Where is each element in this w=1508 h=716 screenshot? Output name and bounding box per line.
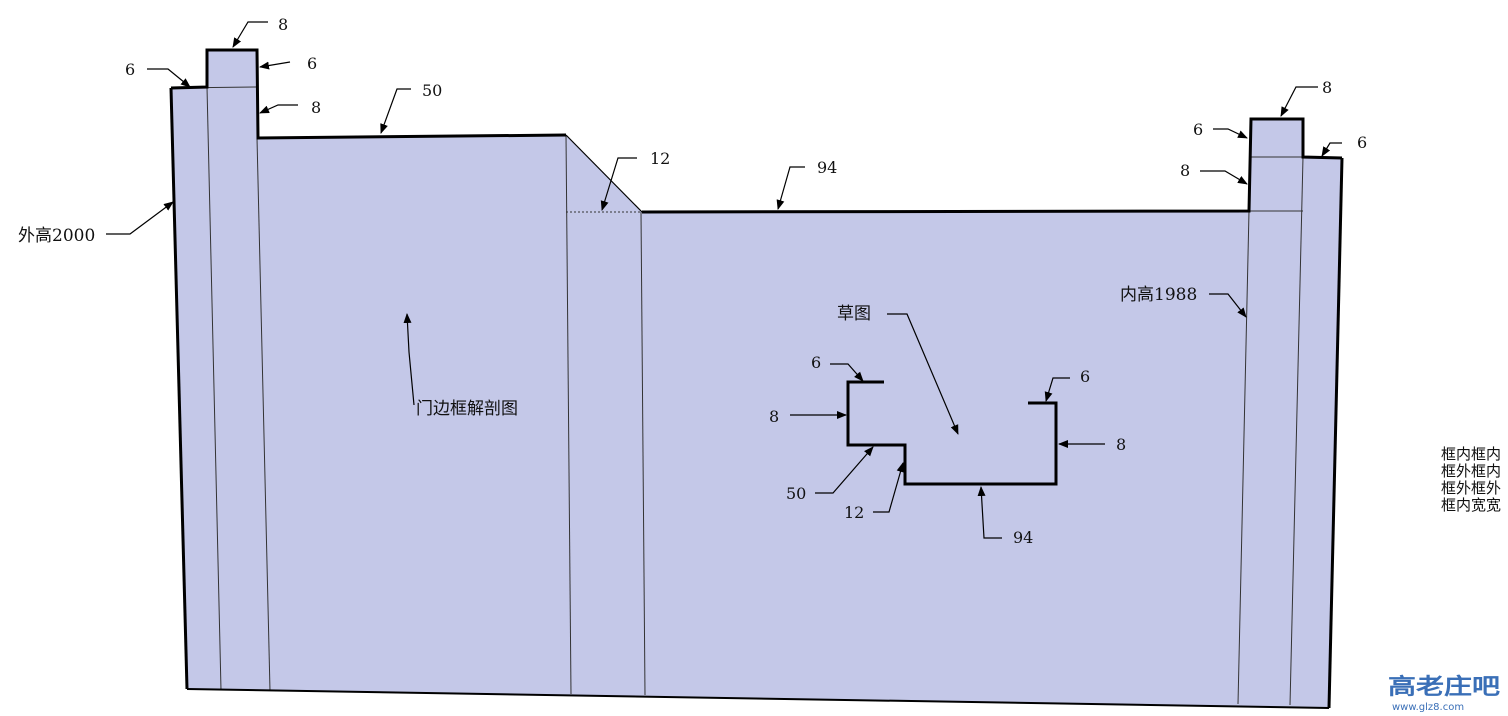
inner-height-label: 内高1988	[1120, 285, 1197, 305]
dim-right-left-6: 6	[1193, 120, 1203, 139]
sketch-dim-6-left: 6	[811, 353, 821, 372]
sketch-dim-94: 94	[1013, 528, 1033, 547]
dim-left-top-8: 8	[278, 15, 288, 34]
side-note-3: 框外框外	[1441, 479, 1502, 497]
dim-right-right-6: 6	[1357, 133, 1367, 152]
dim-left-6: 6	[125, 60, 135, 79]
outer-height-label: 外高2000	[18, 226, 95, 246]
sketch-dim-8-left: 8	[769, 407, 779, 426]
dim-left-mid-8: 8	[311, 98, 321, 117]
section-view-label: 门边框解剖图	[416, 399, 518, 419]
dim-right-mid-8: 8	[1180, 161, 1190, 180]
sketch-label: 草图	[837, 304, 871, 324]
side-notes: 框内框内 框外框内 框外框外 框内宽宽	[1441, 446, 1508, 514]
dimension-labels: 8 6 6 8 50 12 94 8 6 6 8 6 8 50 12 94 6 …	[125, 15, 1367, 547]
sketch-dim-12: 12	[844, 503, 864, 522]
side-note-1: 框内框内	[1441, 446, 1502, 463]
sketch-dim-50: 50	[786, 484, 806, 503]
sketch-profile	[846, 380, 1058, 486]
watermark-url: www.glz8.com	[1392, 702, 1464, 713]
dim-left-50: 50	[422, 81, 442, 100]
side-note-4: 框内宽宽	[1441, 496, 1502, 514]
frame-outline	[169, 48, 1344, 709]
sketch-dim-6-right: 6	[1080, 367, 1090, 386]
watermark-mark: 高老庄吧	[1388, 674, 1500, 700]
annotation-labels: 外高2000 内高1988 门边框解剖图 草图	[18, 226, 1197, 419]
side-note-2: 框外框内	[1441, 462, 1502, 480]
dimension-leaders	[106, 21, 1342, 539]
dim-bevel-12: 12	[650, 149, 670, 168]
frame-face	[171, 50, 1342, 708]
dim-left-top-6: 6	[307, 54, 317, 73]
sketch-dim-8-right: 8	[1116, 435, 1126, 454]
dim-top-94: 94	[817, 158, 837, 177]
watermark-logo: 高老庄吧 www.glz8.com	[1388, 674, 1500, 713]
dim-right-top-8: 8	[1322, 78, 1332, 97]
